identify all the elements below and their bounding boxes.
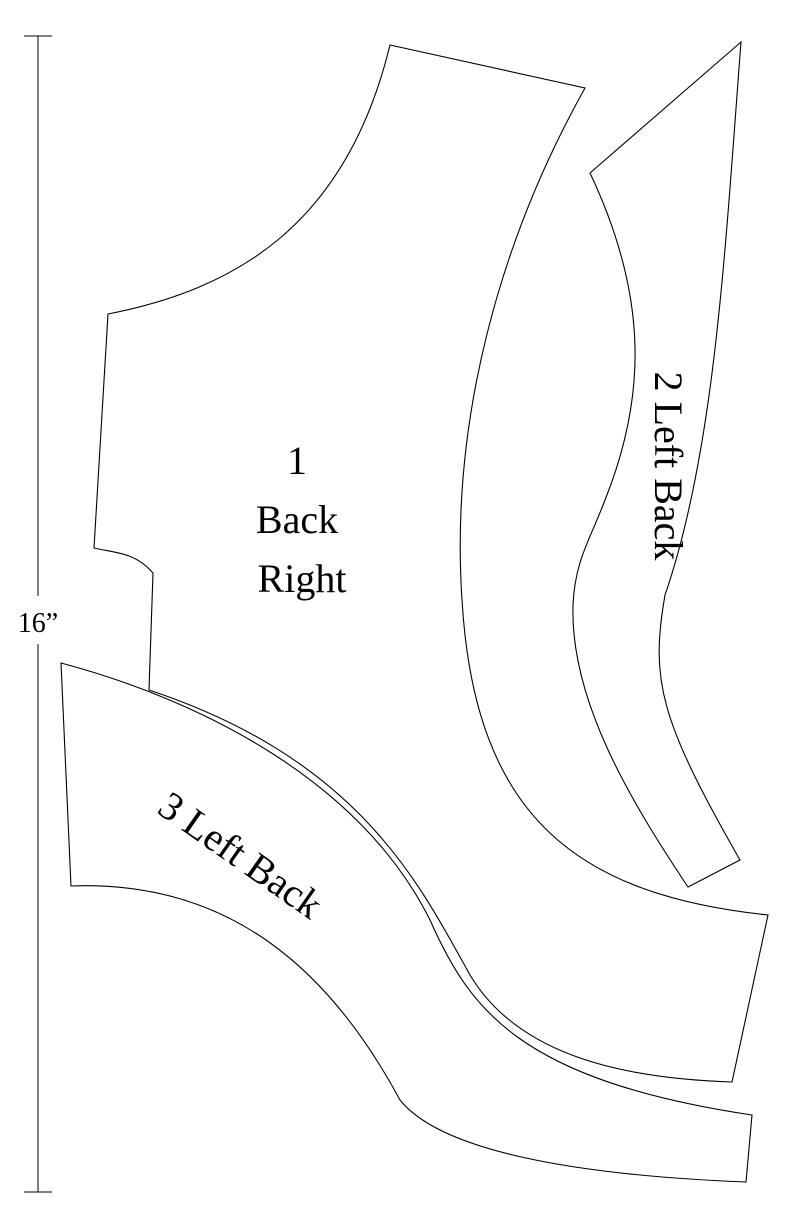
piece-2-outline [572, 40, 742, 888]
piece-2-label: 2 Left Back [646, 372, 691, 561]
piece-1-outline [93, 44, 769, 1083]
piece-1-label-line-3: Right [258, 556, 347, 601]
piece-3-outline [60, 662, 753, 1183]
pattern-piece-2: 2 Left Back [572, 40, 742, 888]
piece-1-label-number: 1 [287, 438, 307, 483]
pattern-piece-1: 1 Back Right [93, 44, 769, 1083]
measurement-ruler: 16” [18, 35, 58, 1193]
piece-1-label: 1 Back Right [256, 438, 348, 601]
piece-1-label-line-2: Back [256, 497, 338, 542]
ruler-label: 16” [18, 608, 58, 639]
piece-3-label: 3 Left Back [151, 782, 331, 927]
pattern-piece-3: 3 Left Back [60, 662, 753, 1183]
